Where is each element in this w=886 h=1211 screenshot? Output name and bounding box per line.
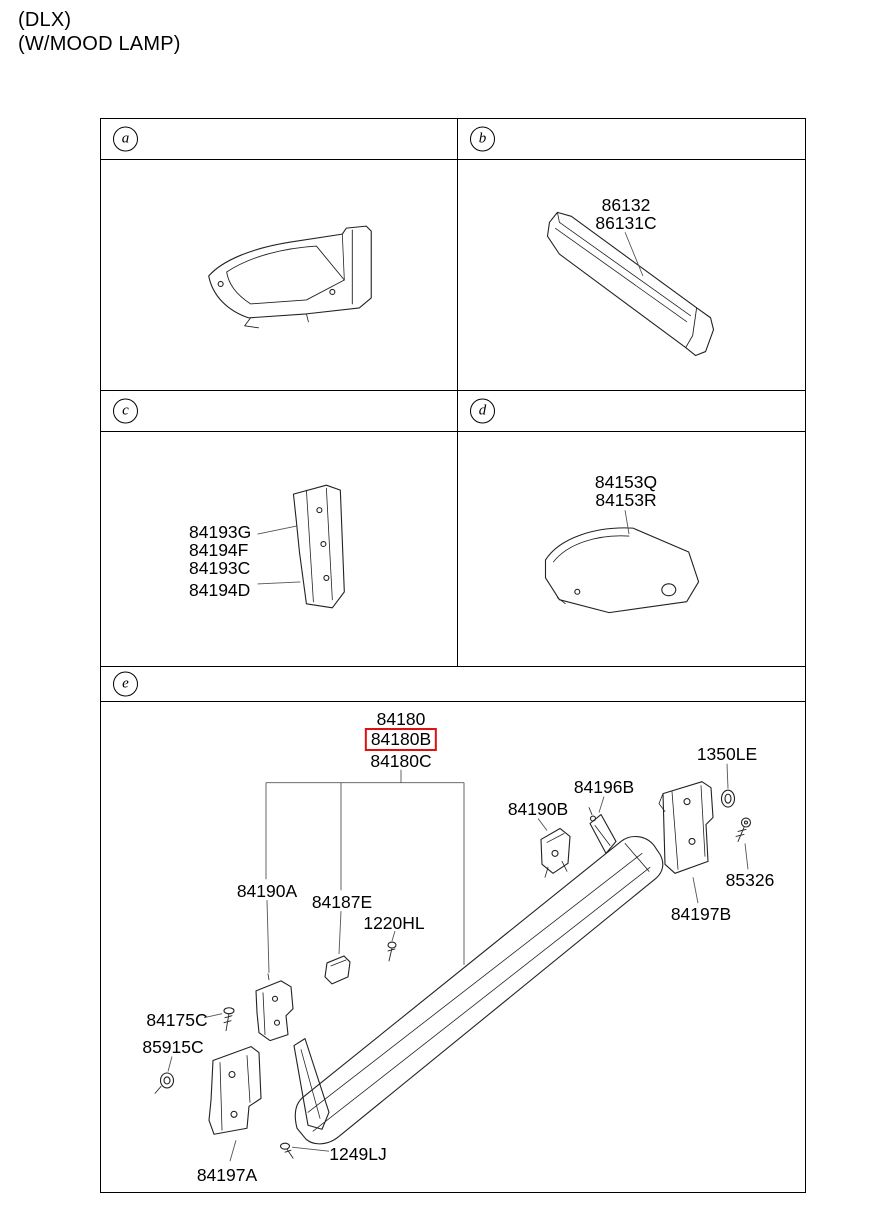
part-label-84197A[interactable]: 84197A <box>196 1165 258 1185</box>
header-row-cd: c d <box>101 391 805 432</box>
section-letter-c: c <box>113 398 138 424</box>
content-row-ab: 86132 86131C <box>101 160 805 391</box>
part-label-84194F[interactable]: 84194F <box>189 540 249 560</box>
part-label-1249LJ[interactable]: 1249LJ <box>329 1144 387 1164</box>
part-drawing-a <box>208 225 372 329</box>
part-label-84175C[interactable]: 84175C <box>146 1010 208 1030</box>
section-letter-a: a <box>113 126 138 152</box>
page-header: (DLX) (W/MOOD LAMP) <box>18 8 181 56</box>
section-e-panel: 84180 84180B 84180C 1350LE 84196B 84190B… <box>101 702 805 1192</box>
part-label-1220HL[interactable]: 1220HL <box>363 913 425 933</box>
header-cell-a: a <box>101 119 458 159</box>
part-label-84193C[interactable]: 84193C <box>189 558 251 578</box>
header-cell-e: e <box>101 667 805 701</box>
part-drawing-d <box>544 510 700 614</box>
part-label-86131C[interactable]: 86131C <box>595 213 657 233</box>
section-letter-e: e <box>113 671 138 697</box>
part-label-84153R[interactable]: 84153R <box>595 490 657 510</box>
section-a-panel <box>101 160 458 390</box>
section-c-panel: 84193G 84194F 84193C 84194D <box>101 432 458 666</box>
part-label-84153Q[interactable]: 84153Q <box>594 472 658 492</box>
header-cell-d: d <box>458 391 805 431</box>
content-row-cd: 84193G 84194F 84193C 84194D <box>101 432 805 667</box>
part-drawing-c <box>257 484 345 609</box>
part-label-1350LE[interactable]: 1350LE <box>696 744 758 764</box>
part-label-84196B[interactable]: 84196B <box>573 777 635 797</box>
section-letter-d: d <box>470 398 495 424</box>
section-letter-b: b <box>470 126 495 152</box>
part-drawing-e <box>154 763 752 1162</box>
header-cell-c: c <box>101 391 458 431</box>
option-label: (W/MOOD LAMP) <box>18 33 181 55</box>
part-label-84180C[interactable]: 84180C <box>370 751 432 771</box>
header-row-e: e <box>101 667 805 702</box>
header-cell-b: b <box>458 119 805 159</box>
part-label-84194D[interactable]: 84194D <box>189 580 251 600</box>
part-label-84190A[interactable]: 84190A <box>236 881 298 901</box>
part-label-86132[interactable]: 86132 <box>601 195 651 215</box>
part-label-84180B-highlighted[interactable]: 84180B <box>364 728 438 751</box>
trim-level-label: (DLX) <box>18 9 72 31</box>
diagram-table: a b <box>100 118 806 1193</box>
part-label-84180[interactable]: 84180 <box>376 709 426 729</box>
leader-lines <box>167 763 749 1162</box>
part-label-84197B[interactable]: 84197B <box>670 904 732 924</box>
part-label-84193G[interactable]: 84193G <box>189 522 252 542</box>
part-label-84190B[interactable]: 84190B <box>507 799 569 819</box>
section-b-panel: 86132 86131C <box>458 160 805 390</box>
part-label-85915C[interactable]: 85915C <box>142 1037 204 1057</box>
header-row-ab: a b <box>101 119 805 160</box>
content-row-e: 84180 84180B 84180C 1350LE 84196B 84190B… <box>101 702 805 1192</box>
part-drawing-b <box>546 211 715 357</box>
part-label-85326[interactable]: 85326 <box>725 870 775 890</box>
section-d-panel: 84153Q 84153R <box>458 432 805 666</box>
part-label-84187E[interactable]: 84187E <box>311 892 373 912</box>
